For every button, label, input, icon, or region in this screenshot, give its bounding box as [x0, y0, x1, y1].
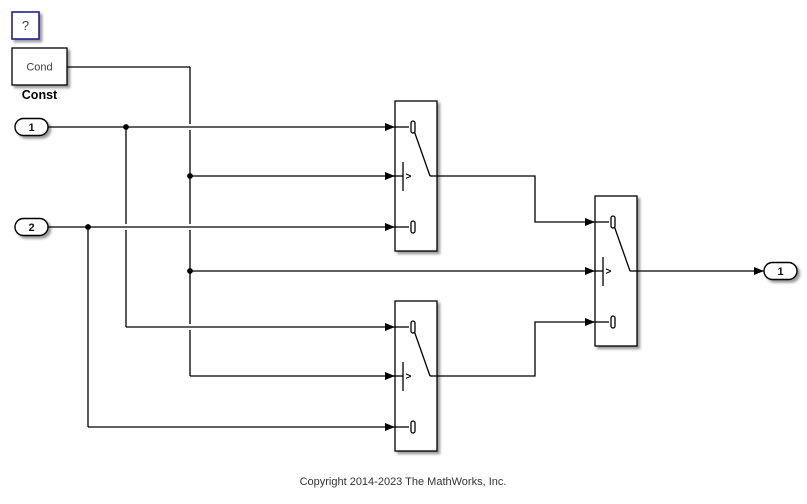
constant-block-box[interactable]	[11, 47, 68, 86]
help-block-label: ?	[22, 18, 29, 33]
inport-1: 1	[14, 117, 49, 137]
switch-throw-diagonal	[413, 131, 431, 177]
switch-input1-port-icon	[410, 120, 416, 134]
switch-criteria-symbol: >	[406, 372, 412, 383]
switch-block-upper: >	[394, 100, 438, 252]
switch-throw-diagonal	[413, 331, 431, 377]
wire-junction-dot	[187, 173, 193, 179]
switch-throw-diagonal	[613, 226, 631, 272]
inport-1-label: 1	[28, 122, 34, 134]
switch-criteria-symbol: >	[606, 267, 612, 278]
wire-junction-dot	[187, 268, 193, 274]
switch-criteria-symbol: >	[406, 172, 412, 183]
constant-block-value: Cond	[26, 62, 52, 74]
help-block-box[interactable]	[11, 11, 40, 40]
constant-block: Cond Const	[11, 47, 68, 102]
inport-2-label: 2	[28, 222, 34, 234]
copyright-text: Copyright 2014-2023 The MathWorks, Inc.	[300, 476, 507, 488]
outport-1: 1	[763, 261, 798, 281]
switch-block-lower: >	[394, 300, 438, 452]
switch-input3-port-icon	[410, 420, 416, 434]
inport-2: 2	[14, 217, 49, 237]
switch-input1-port-icon	[410, 320, 416, 334]
outport-1-label: 1	[777, 266, 783, 278]
switch-block-right: >	[594, 195, 638, 347]
wire-junction-dot	[85, 224, 91, 230]
constant-block-name: Const	[22, 88, 58, 102]
wire-lower-out-to-right-input3[interactable]	[437, 318, 595, 377]
switch-input3-port-icon	[610, 315, 616, 329]
switch-input3-port-icon	[410, 220, 416, 234]
help-block: ?	[11, 11, 40, 40]
wire-upper-out-to-right-input1[interactable]	[437, 175, 595, 226]
wire-junction-dot	[123, 124, 129, 130]
switch-input1-port-icon	[610, 215, 616, 229]
